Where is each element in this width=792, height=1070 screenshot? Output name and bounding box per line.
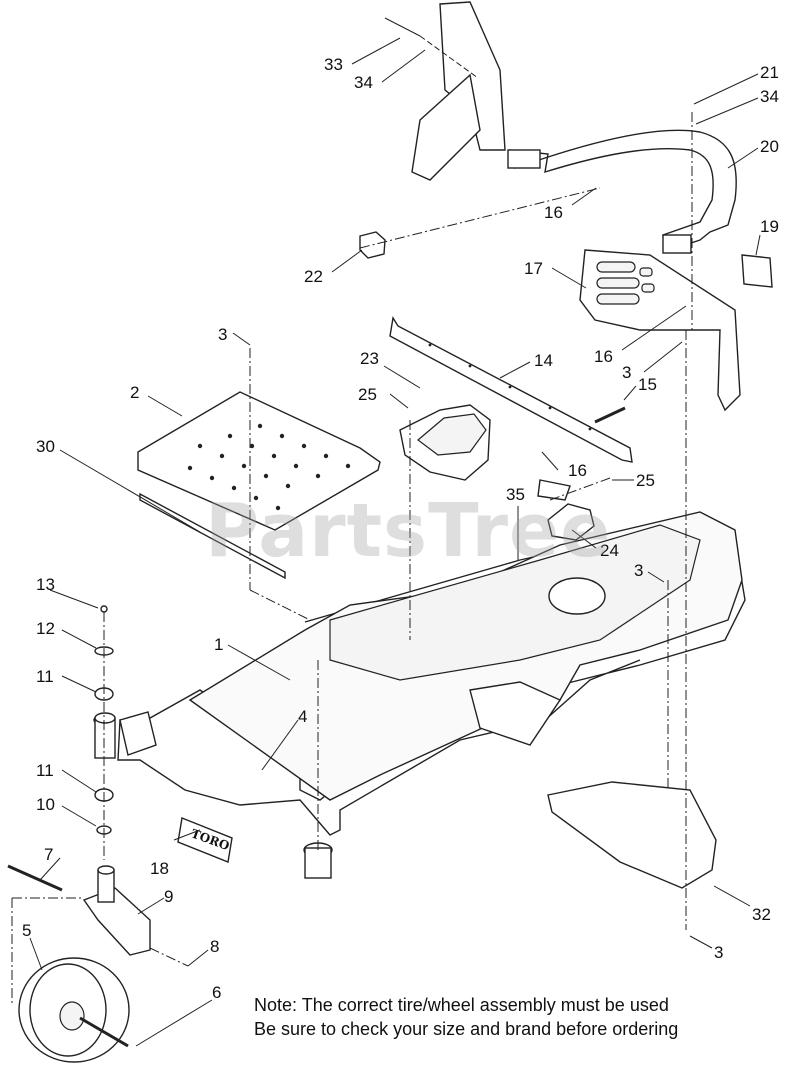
handle-bar (507, 129, 737, 254)
callout-5: 5 (22, 921, 31, 940)
callout-8: 8 (210, 937, 219, 956)
callout-22: 22 (304, 267, 323, 286)
axle-bolt (7, 864, 63, 892)
seal-strip (139, 492, 286, 580)
callout-23: 23 (360, 349, 379, 368)
vented-cover (399, 404, 491, 481)
callout-13: 13 (36, 575, 55, 594)
vented-bracket (547, 503, 595, 541)
brand-decal: TORO (177, 817, 233, 863)
callout-12: 12 (36, 619, 55, 638)
pin (594, 406, 626, 424)
callout-4: 4 (298, 707, 307, 726)
upper-bracket (384, 1, 506, 181)
caster-hardware-stack (94, 605, 116, 835)
callout-7: 7 (44, 845, 53, 864)
callout-14: 14 (534, 351, 553, 370)
callout-15: 15 (638, 375, 657, 394)
callout-20: 20 (760, 137, 779, 156)
assembly-centerlines (11, 112, 693, 1004)
callout-10: 10 (36, 795, 55, 814)
callout-19: 19 (760, 217, 779, 236)
mounting-rail (389, 316, 633, 463)
callout-24: 24 (600, 541, 619, 560)
callout-18: 18 (150, 859, 169, 878)
skid-plate (547, 781, 717, 889)
callout-9: 9 (164, 887, 173, 906)
caster-wheel (18, 957, 130, 1063)
decal (741, 254, 773, 288)
callout-3-frame: 3 (634, 561, 643, 580)
callout-25-bracket: 25 (636, 471, 655, 490)
callout-3-floor: 3 (218, 325, 227, 344)
main-frame (93, 511, 746, 879)
wheel-assembly-note: Note: The correct tire/wheel assembly mu… (254, 993, 678, 1041)
callout-6: 6 (212, 983, 221, 1002)
callout-34-right: 34 (760, 87, 779, 106)
callout-21: 21 (760, 63, 779, 82)
watermark-text: PartsTree (205, 488, 612, 574)
callout-3-bottom: 3 (714, 943, 723, 962)
leader-lines (29, 37, 761, 1047)
callout-3-plate: 3 (622, 363, 631, 382)
callout-17: 17 (524, 259, 543, 278)
callout-1: 1 (214, 635, 223, 654)
callout-11-upper: 11 (36, 667, 54, 686)
side-bracket (537, 479, 571, 501)
callout-32: 32 (752, 905, 771, 924)
callout-16-top: 16 (544, 203, 563, 222)
callout-11-lower: 11 (36, 761, 54, 780)
caster-fork (82, 865, 151, 956)
step-plate (579, 249, 741, 412)
note-line-2: Be sure to check your size and brand bef… (254, 1019, 679, 1039)
floor-pan (137, 391, 381, 531)
callout-33: 33 (324, 55, 343, 74)
callout-16-mid: 16 (594, 347, 613, 366)
callout-labels: 33 34 21 34 20 16 19 22 17 3 16 3 14 15 … (22, 55, 779, 1002)
callout-34-top: 34 (354, 73, 373, 92)
callout-25-cover: 25 (358, 385, 377, 404)
note-line-1: Note: The correct tire/wheel assembly mu… (254, 995, 669, 1015)
callout-35: 35 (506, 485, 525, 504)
callout-30: 30 (36, 437, 55, 456)
callout-2: 2 (130, 383, 139, 402)
callout-16-rail: 16 (568, 461, 587, 480)
block-spacer (359, 231, 386, 259)
